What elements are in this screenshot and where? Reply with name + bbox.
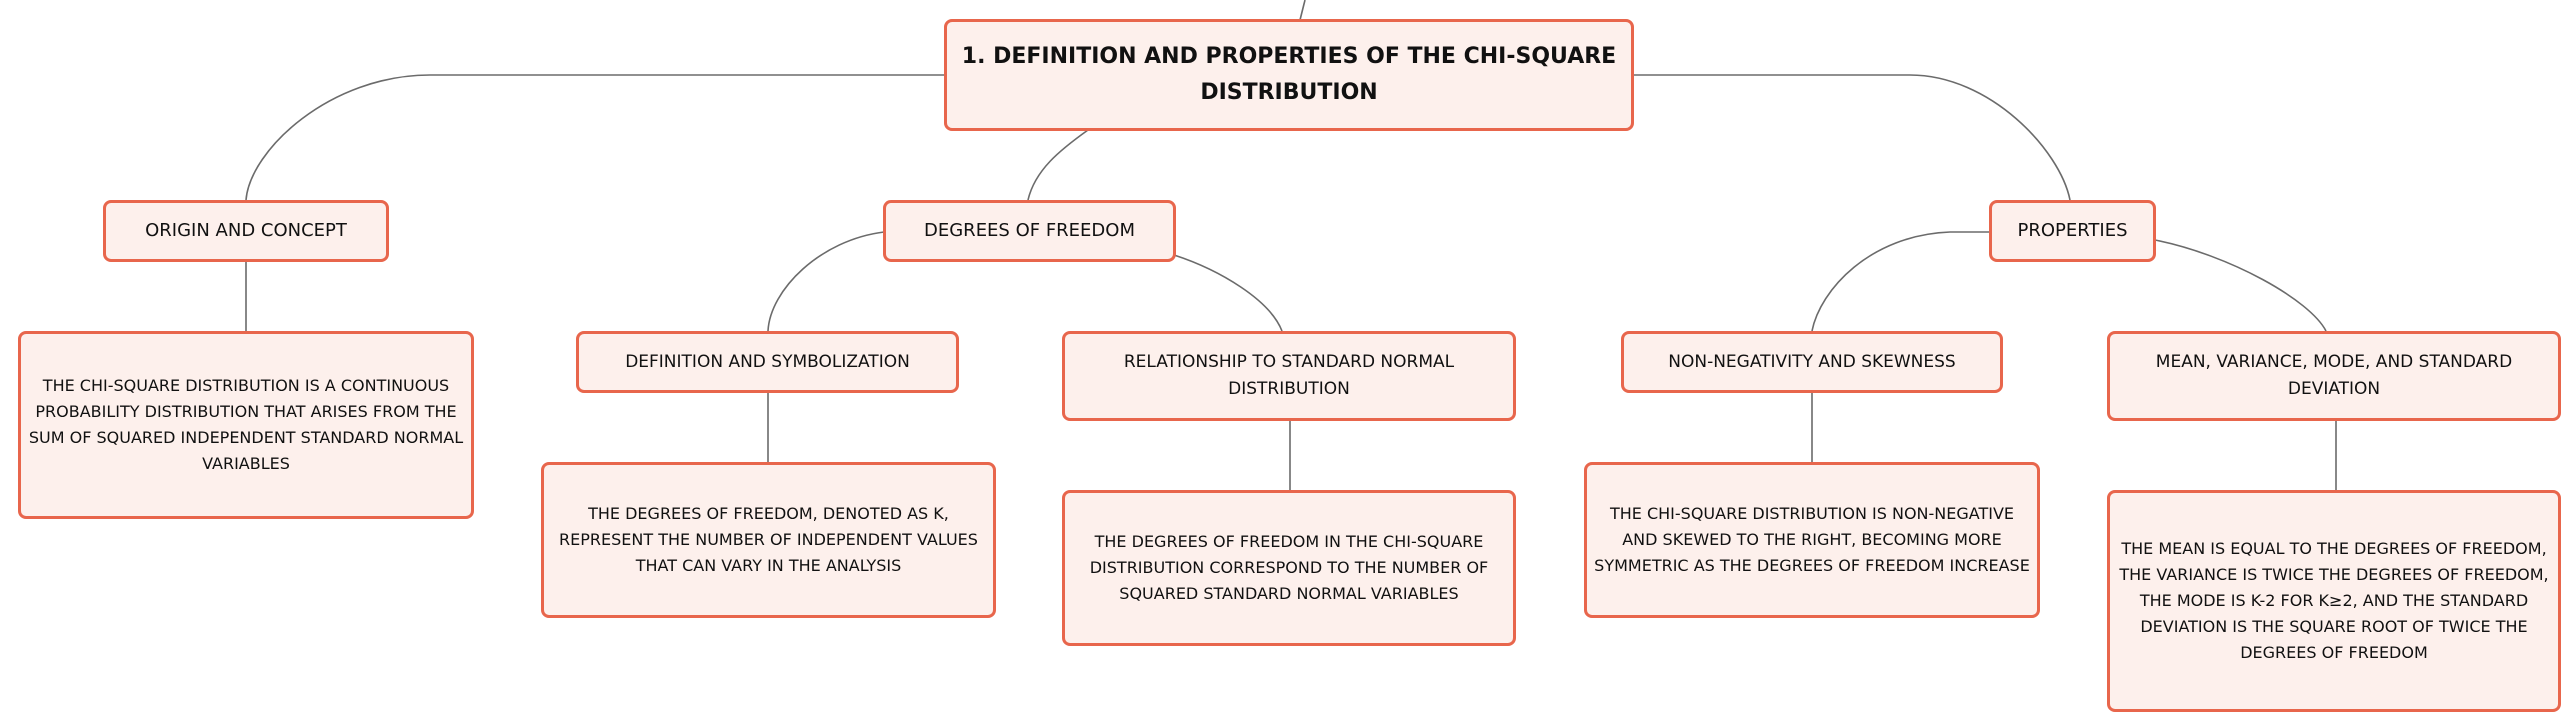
connector-properties-nonneg [1811, 231, 1990, 332]
definition-detail[interactable]: THE DEGREES OF FREEDOM, DENOTED AS K, RE… [541, 462, 996, 618]
properties-node[interactable]: PROPERTIES [1989, 200, 2156, 262]
connector-root-dof [1027, 129, 1089, 201]
relationship-normal-label: RELATIONSHIP TO STANDARD NORMAL DISTRIBU… [1123, 352, 1455, 399]
relationship-detail-text: THE DEGREES OF FREEDOM IN THE CHI-SQUARE… [1089, 532, 1489, 603]
connector-root-parent [1299, 0, 1306, 21]
degrees-of-freedom-label: DEGREES OF FREEDOM [924, 220, 1135, 241]
connector-dof-definition [767, 231, 885, 332]
definition-symbolization-node[interactable]: DEFINITION AND SYMBOLIZATION [576, 331, 959, 393]
origin-detail[interactable]: THE CHI-SQUARE DISTRIBUTION IS A CONTINU… [18, 331, 474, 519]
origin-detail-text: THE CHI-SQUARE DISTRIBUTION IS A CONTINU… [28, 376, 464, 473]
mean-variance-node[interactable]: MEAN, VARIANCE, MODE, AND STANDARD DEVIA… [2107, 331, 2561, 421]
origin-node[interactable]: ORIGIN AND CONCEPT [103, 200, 389, 262]
non-negativity-label: NON-NEGATIVITY AND SKEWNESS [1668, 351, 1956, 372]
relationship-detail[interactable]: THE DEGREES OF FREEDOM IN THE CHI-SQUARE… [1062, 490, 1516, 646]
root-label: 1. DEFINITION AND PROPERTIES OF THE CHI-… [961, 44, 1617, 105]
relationship-normal-node[interactable]: RELATIONSHIP TO STANDARD NORMAL DISTRIBU… [1062, 331, 1516, 421]
mean-variance-detail[interactable]: THE MEAN IS EQUAL TO THE DEGREES OF FREE… [2107, 490, 2561, 712]
properties-label: PROPERTIES [2017, 220, 2128, 241]
definition-detail-text: THE DEGREES OF FREEDOM, DENOTED AS K, RE… [559, 504, 978, 575]
connector-root-properties [1634, 74, 2071, 201]
definition-symbolization-label: DEFINITION AND SYMBOLIZATION [625, 351, 910, 372]
degrees-of-freedom-node[interactable]: DEGREES OF FREEDOM [883, 200, 1176, 262]
non-negativity-detail[interactable]: THE CHI-SQUARE DISTRIBUTION IS NON-NEGAT… [1584, 462, 2040, 618]
connector-root-origin [245, 74, 944, 201]
mean-variance-detail-text: THE MEAN IS EQUAL TO THE DEGREES OF FREE… [2119, 539, 2549, 662]
connector-dof-relationship [1173, 254, 1283, 332]
non-negativity-node[interactable]: NON-NEGATIVITY AND SKEWNESS [1621, 331, 2003, 393]
non-negativity-detail-text: THE CHI-SQUARE DISTRIBUTION IS NON-NEGAT… [1594, 504, 2030, 575]
connector-properties-moments [2154, 239, 2327, 332]
root-node[interactable]: 1. DEFINITION AND PROPERTIES OF THE CHI-… [944, 19, 1634, 131]
mean-variance-label: MEAN, VARIANCE, MODE, AND STANDARD DEVIA… [2155, 352, 2513, 399]
origin-label: ORIGIN AND CONCEPT [145, 220, 347, 241]
